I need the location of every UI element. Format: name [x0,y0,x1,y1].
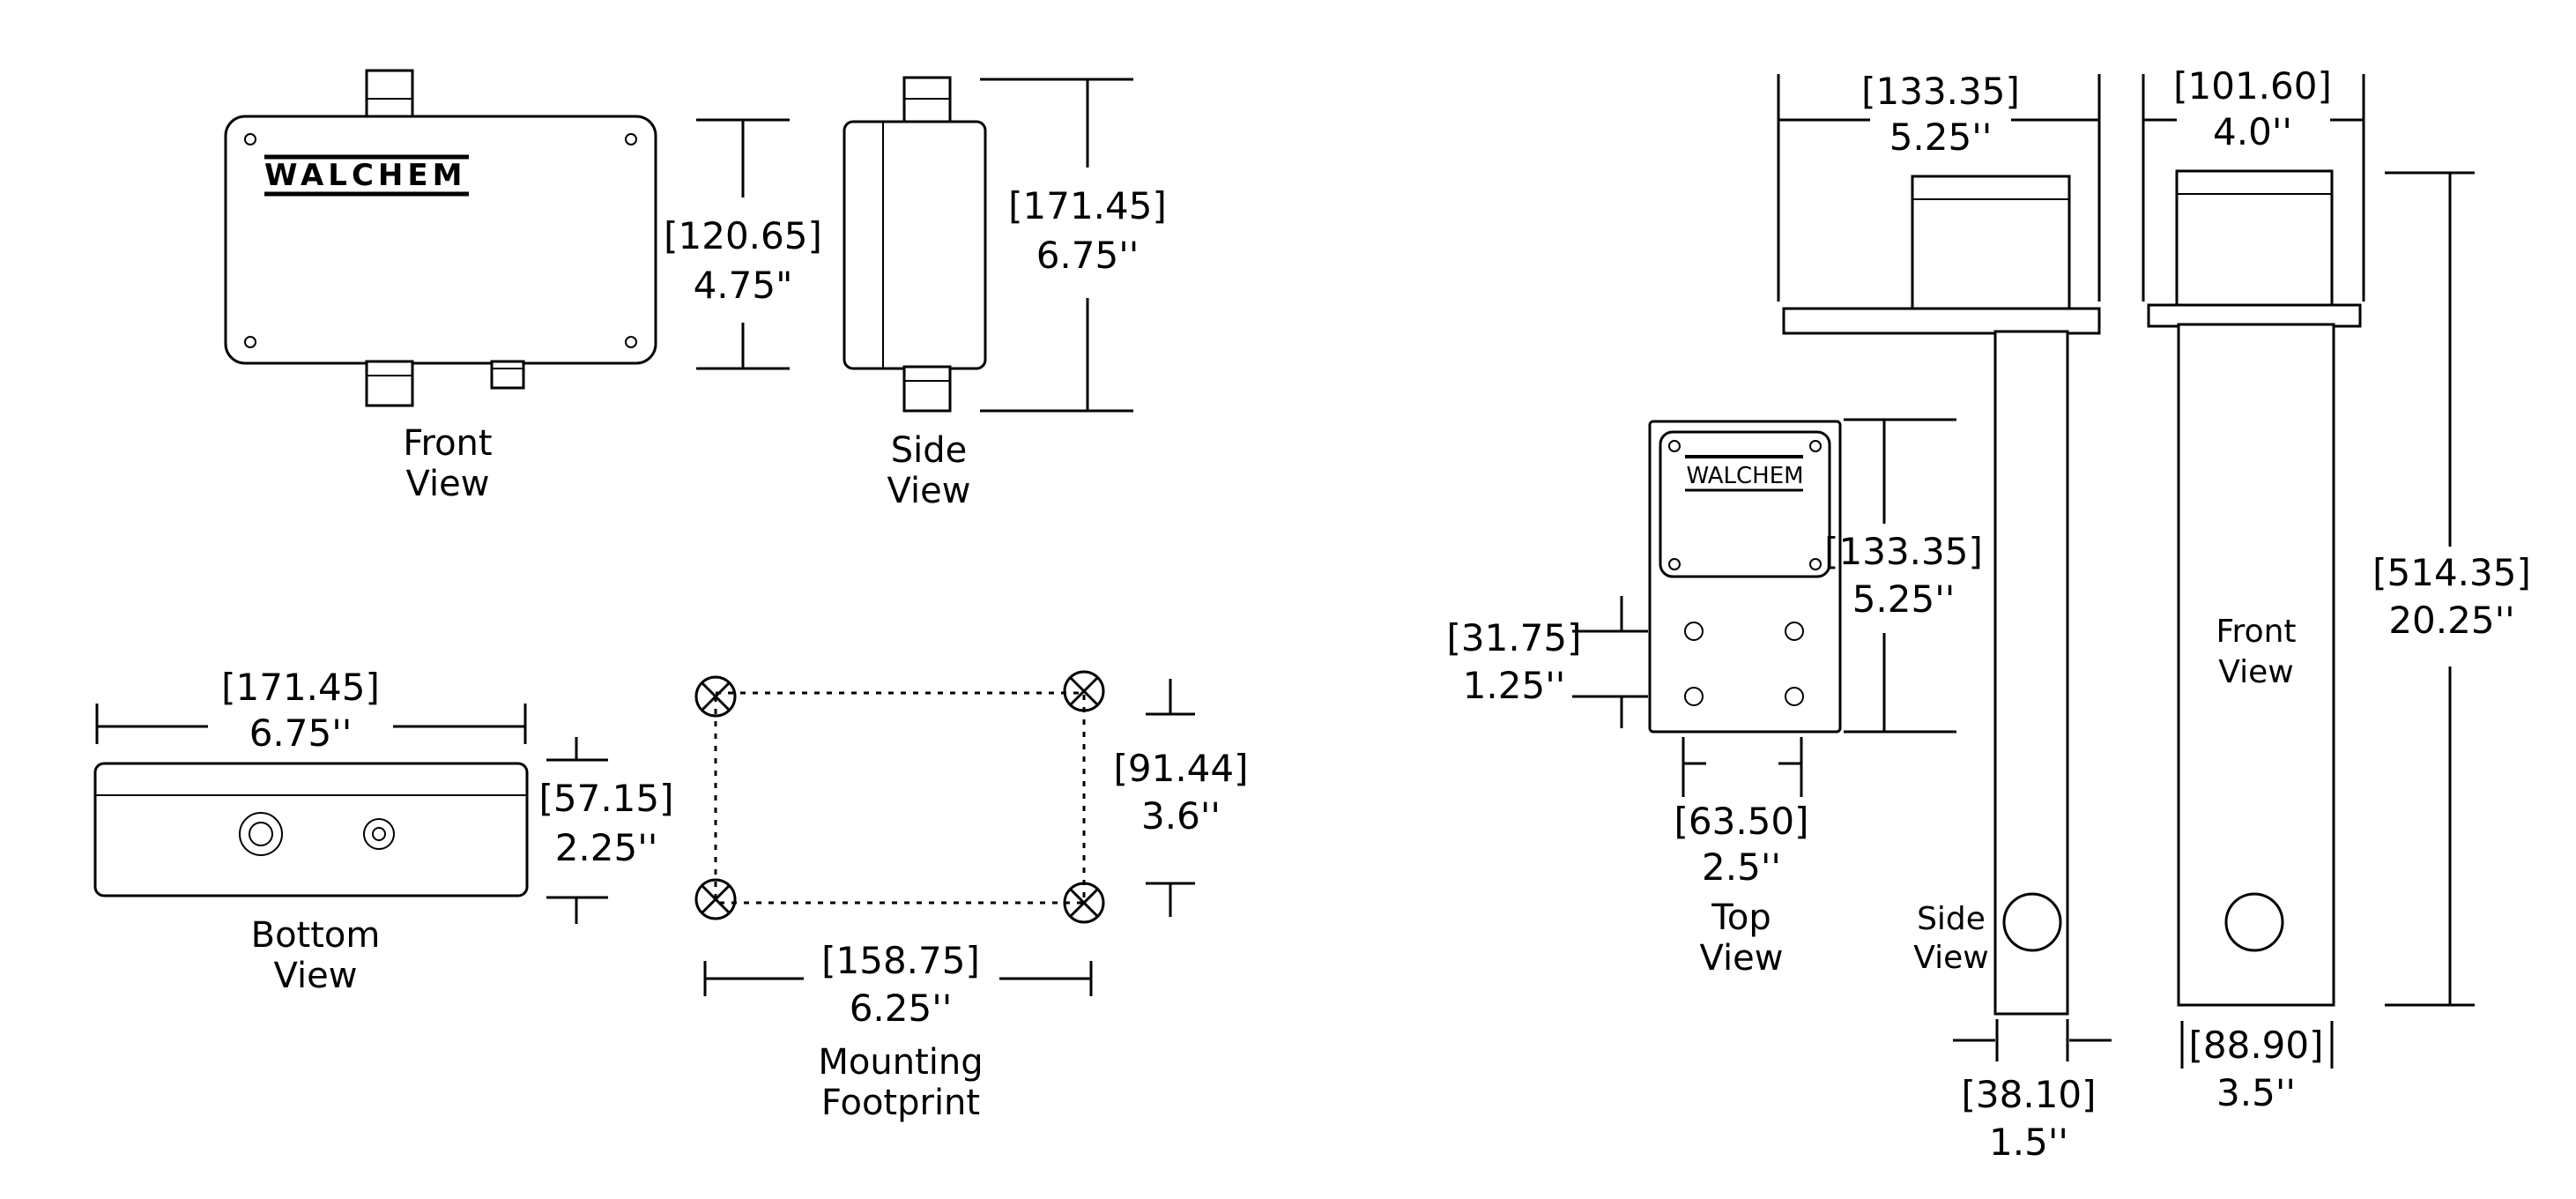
front-view-height-in: 4.75" [694,264,793,307]
probe-side-view-flange-mm: [133.35] [1861,70,2020,113]
probe-front-view-port [2224,892,2284,952]
probe-top-view-brand: WALCHEM [1686,463,1803,489]
bottom-view: [171.45] 6.75'' Bottom View [57.15] 2.25… [93,666,674,996]
bottom-view-label-1: Bottom [251,915,381,956]
mounting-footprint-height-in: 3.6'' [1141,794,1221,838]
side-view-height-mm: [171.45] [1008,184,1167,227]
front-view-bottom-fitting-large [365,360,414,407]
mounting-footprint: [91.44] 3.6'' [158.75] 6.25'' Mounting F… [694,670,1249,1123]
front-view-bottom-fitting-small [490,360,525,390]
bottom-view-label-2: View [274,956,358,996]
side-view-bottom-fitting [902,365,952,413]
probe-top-view-height-mm: [133.35] [1824,530,1983,573]
mounting-footprint-label-1: Mounting [818,1042,983,1083]
probe-front-view: [101.60] 4.0'' Front View [514.35] 20.25… [2142,64,2531,1114]
probe-top-view-width-mm: [63.50] [1674,800,1808,843]
front-view-label-1: Front [403,423,492,464]
probe-side-view-flange-in: 5.25'' [1889,115,1993,159]
bottom-view-body [93,762,529,897]
front-view: WALCHEM Front View [120.65] 4.75" [224,69,822,504]
front-view-label-2: View [406,464,490,504]
mounting-hole-top-left [694,675,737,718]
mounting-footprint-outline [714,691,1086,905]
mounting-footprint-label-2: Footprint [821,1083,980,1123]
probe-side-view-head [1911,175,2071,312]
side-view-top-fitting [902,76,952,125]
mounting-footprint-height-mm: [91.44] [1113,747,1248,790]
mounting-footprint-width-in: 6.25'' [850,987,953,1030]
front-view-brand: WALCHEM [264,158,466,193]
probe-front-view-tube-in: 3.5'' [2216,1071,2296,1114]
probe-front-view-length-in: 20.25'' [2388,599,2514,642]
probe-top-view-hole-spacing-in: 1.25'' [1463,664,1566,707]
probe-side-view-tube-in: 1.5'' [1989,1121,2068,1164]
front-view-top-fitting [365,69,414,120]
probe-side-view-flange [1782,307,2101,335]
bottom-view-width-in: 6.75'' [249,711,353,755]
probe-front-view-tube-mm: [88.90] [2188,1024,2323,1067]
probe-top-view: WALCHEM [133.35] 5.25'' [31.75] 1.25'' [… [1446,418,1983,979]
probe-front-view-label-1: Front [2216,614,2296,650]
probe-top-view-label-2: View [1700,938,1784,979]
mounting-footprint-width-mm: [158.75] [821,939,980,982]
probe-front-view-tube [2177,323,2335,1007]
probe-top-view-height-in: 5.25'' [1852,577,1956,621]
probe-top-view-faceplate [1659,430,1831,578]
probe-side-view: [133.35] 5.25'' Side View [38.10] 1.5'' [1777,70,2112,1164]
bottom-view-depth-in: 2.25'' [555,826,658,869]
probe-top-view-label-1: Top [1711,897,1771,938]
side-view-height-in: 6.75'' [1036,234,1140,277]
probe-front-view-length-mm: [514.35] [2372,551,2531,594]
bottom-view-width-mm: [171.45] [221,666,380,709]
side-view: Side View [171.45] 6.75'' [843,76,1167,511]
probe-side-view-tube [1993,330,2069,1016]
probe-top-view-width-in: 2.5'' [1702,845,1781,889]
probe-front-view-head [2175,169,2334,309]
bottom-view-depth-mm: [57.15] [538,777,673,820]
side-view-label-1: Side [891,430,968,471]
probe-front-view-flange-mm: [101.60] [2173,64,2332,108]
front-view-enclosure [224,115,657,365]
probe-top-view-hole-spacing-mm: [31.75] [1446,616,1581,659]
probe-front-view-label-2: View [2218,654,2293,690]
mounting-hole-bottom-right [1063,882,1105,924]
mounting-hole-bottom-left [694,878,737,920]
probe-side-view-label-2: View [1913,940,1988,976]
probe-side-view-label-1: Side [1917,901,1986,937]
probe-front-view-flange [2147,303,2362,328]
probe-front-view-flange-in: 4.0'' [2213,110,2292,153]
side-view-label-2: View [887,471,971,511]
front-view-height-mm: [120.65] [664,214,822,257]
probe-side-view-port [2002,892,2062,952]
side-view-body [843,120,987,370]
mounting-hole-top-right [1063,670,1105,712]
probe-side-view-tube-mm: [38.10] [1961,1073,2096,1116]
